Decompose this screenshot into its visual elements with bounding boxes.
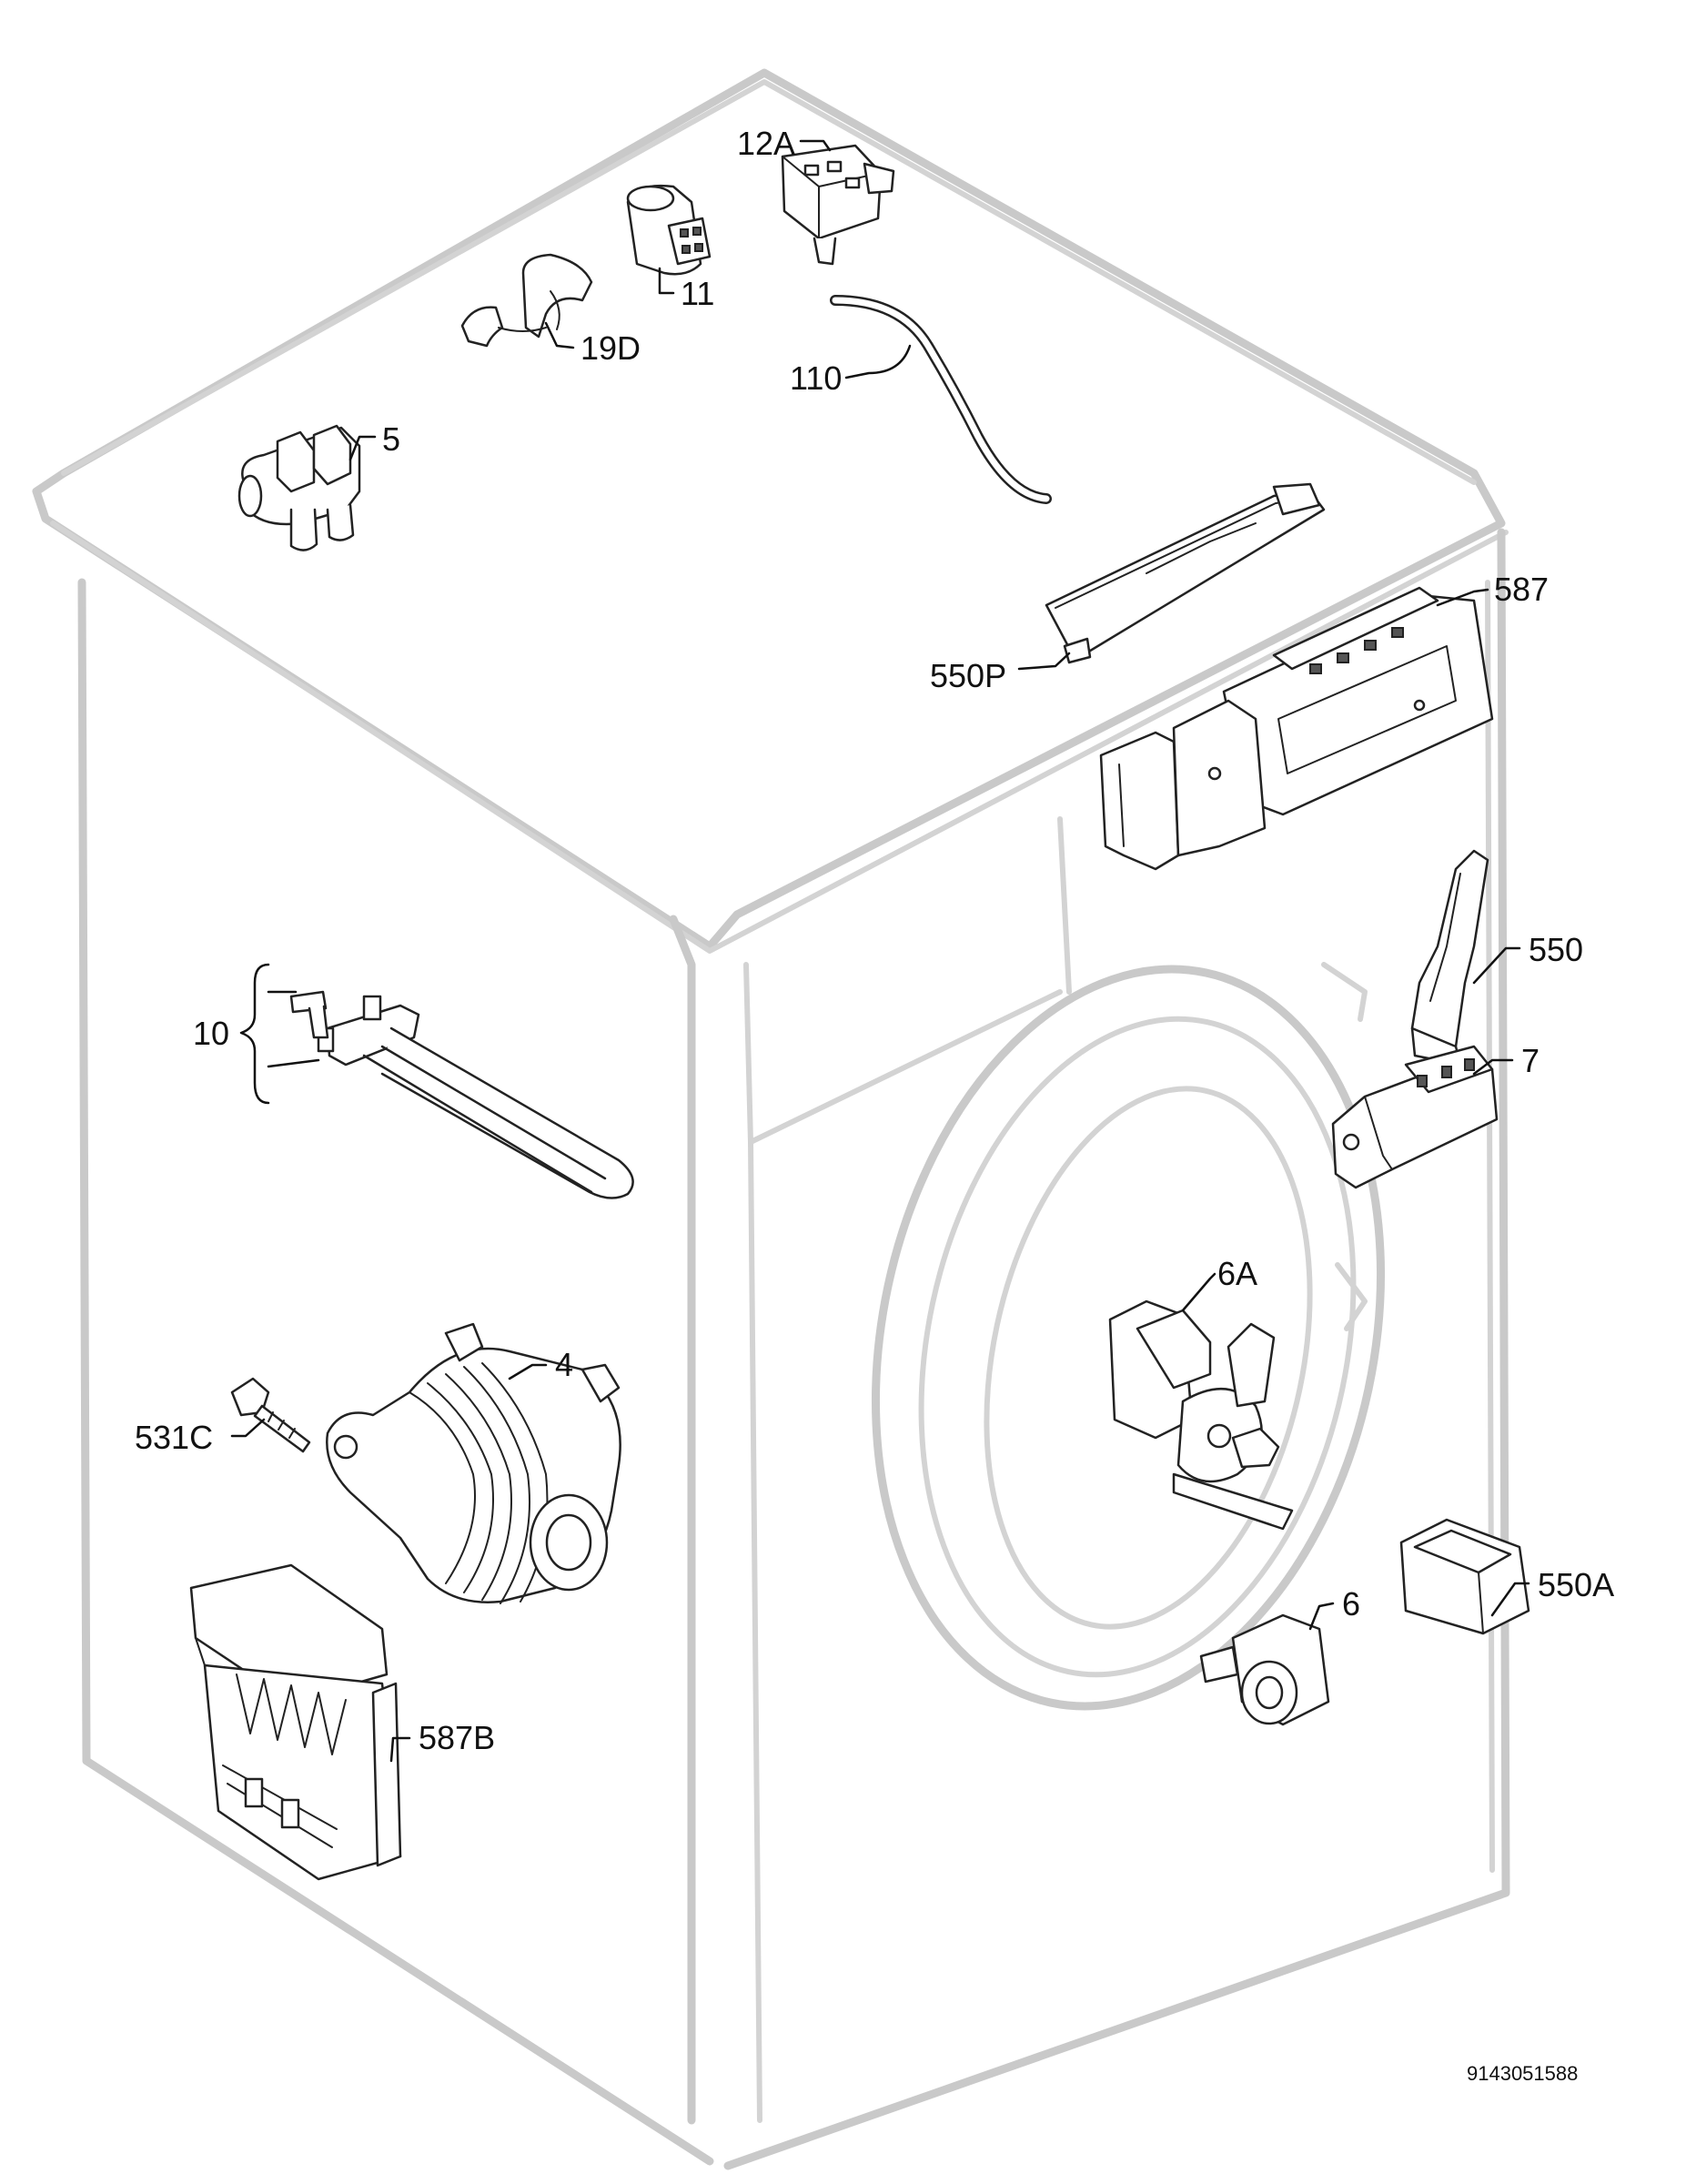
cover-part — [1399, 1518, 1530, 1635]
label-110: 110 — [790, 359, 842, 397]
door-handle-part — [1410, 849, 1489, 1067]
washer-cabinet-outline — [32, 68, 1510, 2170]
label-587b: 587B — [419, 1719, 495, 1756]
module-box-part — [189, 1563, 402, 1881]
door-interlock-part — [1331, 1045, 1499, 1189]
motor-part — [326, 1322, 621, 1604]
label-550: 550 — [1529, 931, 1583, 968]
label-587: 587 — [1494, 571, 1549, 608]
small-pump-part — [1199, 1613, 1330, 1726]
bolt-part — [230, 1377, 311, 1453]
label-531c: 531C — [135, 1419, 213, 1456]
label-7: 7 — [1521, 1042, 1540, 1079]
drain-pump-part — [1108, 1299, 1294, 1531]
drawing-number: 9143051588 — [1467, 2062, 1578, 2085]
label-11: 11 — [681, 275, 714, 312]
label-6: 6 — [1342, 1585, 1360, 1623]
inlet-valve-part — [237, 424, 361, 551]
label-19d: 19D — [580, 329, 641, 367]
leader-lines — [230, 139, 1530, 1763]
pressure-hose-part — [830, 295, 1052, 504]
label-12a: 12A — [737, 125, 795, 162]
label-550p: 550P — [930, 657, 1006, 694]
callout-labels: 12A 11 19D 110 5 587 550P 550 7 10 6A 4 … — [135, 125, 1614, 2085]
electronic-module-part — [1099, 586, 1494, 871]
label-6a: 6A — [1217, 1255, 1257, 1292]
label-10: 10 — [193, 1015, 229, 1052]
pressure-switch-part — [781, 144, 895, 266]
label-4: 4 — [555, 1346, 573, 1383]
label-550a: 550A — [1538, 1566, 1614, 1603]
heating-element-part — [289, 990, 634, 1199]
panel-fascia-part — [1045, 482, 1326, 664]
suppressor-part — [460, 253, 593, 348]
capacitor-part — [626, 184, 712, 276]
label-5: 5 — [382, 420, 400, 458]
